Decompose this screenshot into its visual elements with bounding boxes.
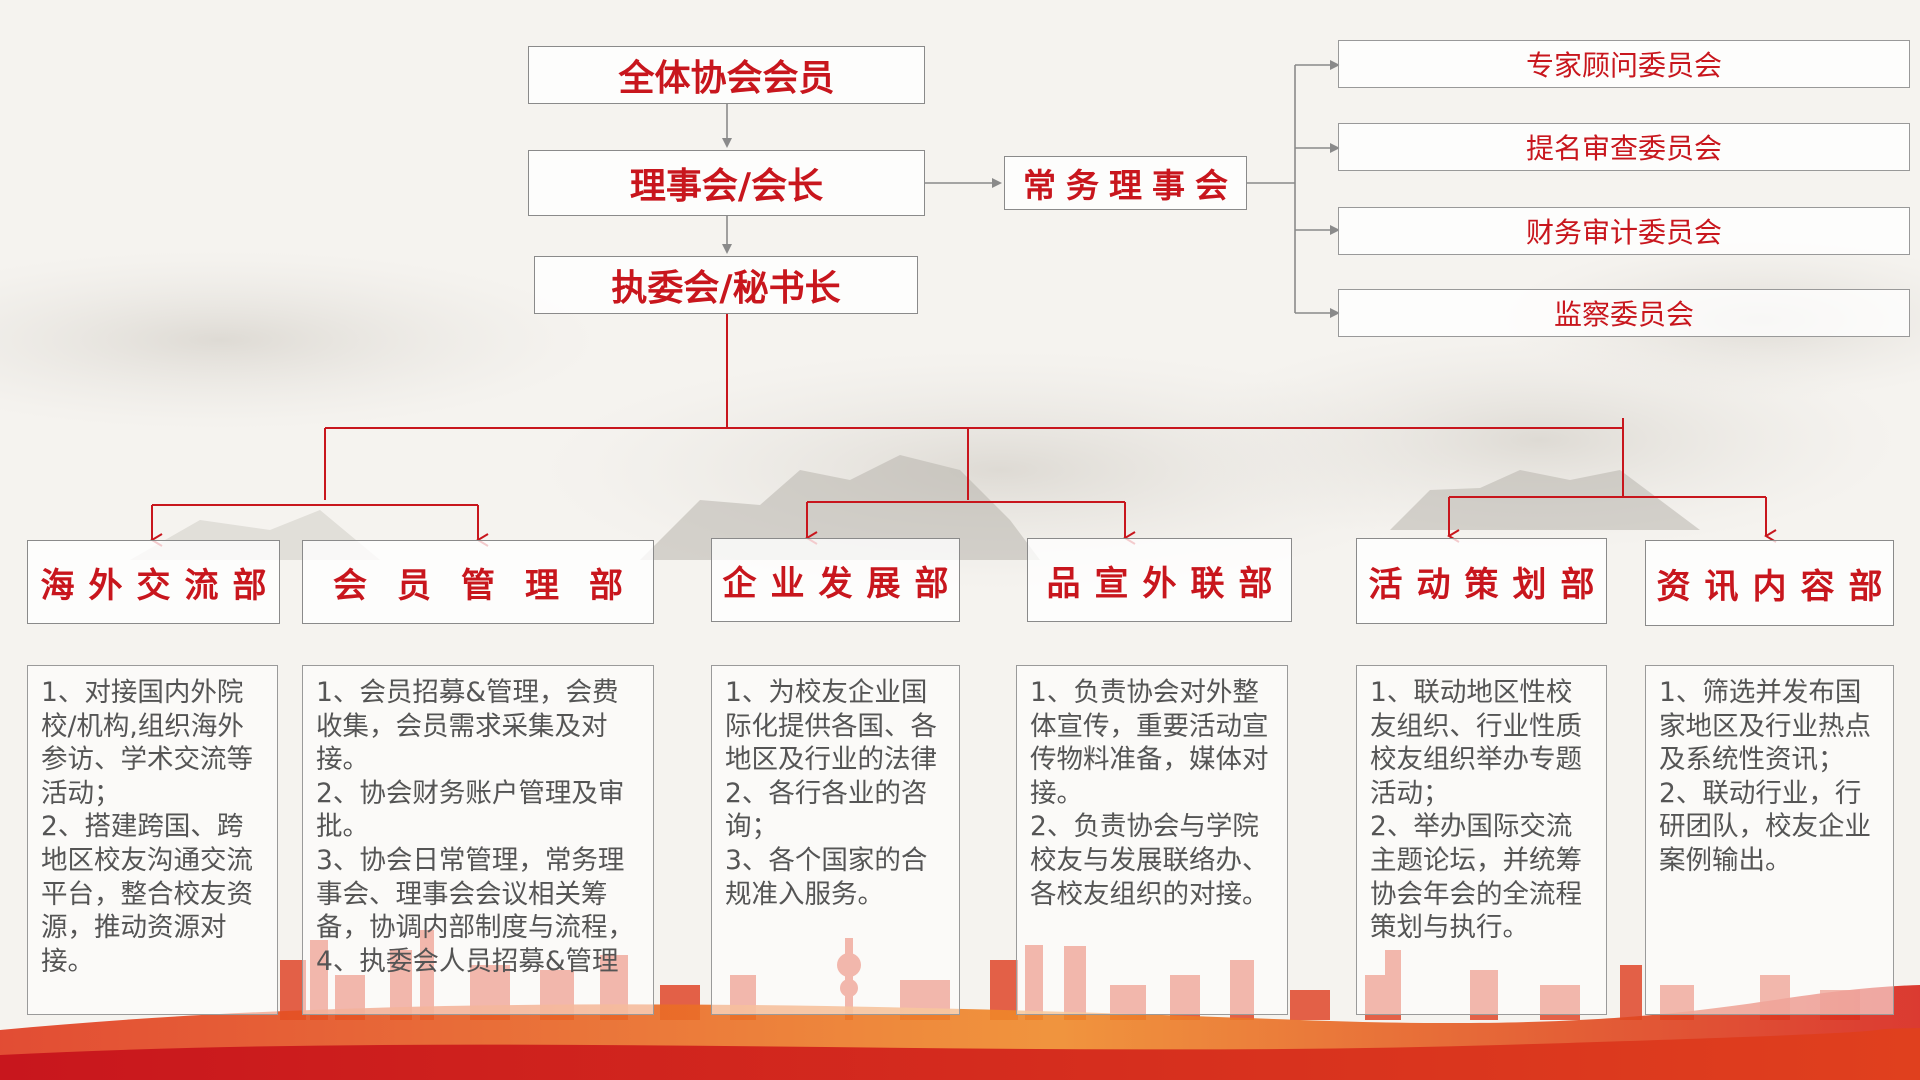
committee-label: 提名审查委员会 bbox=[1525, 132, 1722, 165]
committee-box-2: 提名审查委员会 bbox=[1338, 123, 1910, 171]
duty-item: 2、联动行业，行研团队，校友企业案例输出。 bbox=[1659, 777, 1871, 876]
members-box: 全体协会会员 bbox=[528, 46, 925, 104]
duty-item: 2、举办国际交流主题论坛，并统筹协会年会的全流程策划与执行。 bbox=[1370, 811, 1582, 944]
dept-box-event-planning: 活动策划部 bbox=[1356, 538, 1607, 624]
dept-box-news-content: 资讯内容部 bbox=[1645, 540, 1894, 626]
duty-item: 1、负责协会对外整体宣传，重要活动宣传物料准备，媒体对接。 bbox=[1030, 677, 1269, 809]
dept-duties-overseas-exchange: 1、对接国内外院校/机构,组织海外参访、学术交流等活动； 2、搭建跨国、跨地区校… bbox=[27, 665, 278, 1015]
standing-council-label: 常务理事会 bbox=[1023, 166, 1238, 205]
council-box: 理事会/会长 bbox=[528, 150, 925, 216]
duty-item: 4、执委会人员招募&管理 bbox=[316, 945, 619, 977]
committee-box-4: 监察委员会 bbox=[1338, 289, 1910, 337]
committee-box-3: 财务审计委员会 bbox=[1338, 207, 1910, 255]
duty-item: 1、对接国内外院校/机构,组织海外参访、学术交流等活动； bbox=[41, 677, 253, 809]
dept-box-branding-outreach: 品宣外联部 bbox=[1027, 538, 1292, 622]
duty-item: 1、筛选并发布国家地区及行业热点及系统性资讯； bbox=[1659, 677, 1871, 776]
members-label: 全体协会会员 bbox=[618, 58, 835, 99]
duty-item: 1、联动地区性校友组织、行业性质校友组织举办专题活动； bbox=[1370, 677, 1582, 809]
dept-name: 企业发展部 bbox=[722, 563, 963, 604]
dept-duties-event-planning: 1、联动地区性校友组织、行业性质校友组织举办专题活动； 2、举办国际交流主题论坛… bbox=[1356, 665, 1607, 1015]
duty-item: 3、各个国家的合规准入服务。 bbox=[725, 844, 928, 910]
committee-box-1: 专家顾问委员会 bbox=[1338, 40, 1910, 88]
dept-duties-member-management: 1、会员招募&管理，会费收集，会员需求采集及对接。 2、协会财务账户管理及审批。… bbox=[302, 665, 654, 1015]
executive-box: 执委会/秘书长 bbox=[534, 256, 918, 314]
dept-box-member-management: 会员管理部 bbox=[302, 540, 654, 624]
duty-item: 1、会员招募&管理，会费收集，会员需求采集及对接。 bbox=[316, 677, 619, 776]
committee-label: 专家顾问委员会 bbox=[1525, 49, 1722, 82]
dept-name: 资讯内容部 bbox=[1656, 566, 1897, 607]
dept-name: 品宣外联部 bbox=[1046, 563, 1287, 604]
dept-name: 活动策划部 bbox=[1368, 564, 1609, 605]
dept-box-overseas-exchange: 海外交流部 bbox=[27, 540, 280, 624]
council-label: 理事会/会长 bbox=[629, 166, 824, 207]
duty-item: 2、搭建跨国、跨地区校友沟通交流平台，整合校友资源，推动资源对接。 bbox=[41, 811, 253, 977]
dept-duties-news-content: 1、筛选并发布国家地区及行业热点及系统性资讯； 2、联动行业，行研团队，校友企业… bbox=[1645, 665, 1894, 1015]
duty-item: 2、协会财务账户管理及审批。 bbox=[316, 777, 625, 843]
duty-item: 3、协会日常管理，常务理事会、理事会会议相关筹备，协调内部制度与流程， bbox=[316, 844, 634, 944]
committee-label: 监察委员会 bbox=[1553, 298, 1694, 331]
executive-label: 执委会/秘书长 bbox=[611, 268, 841, 309]
dept-duties-branding-outreach: 1、负责协会对外整体宣传，重要活动宣传物料准备，媒体对接。 2、负责协会与学院校… bbox=[1016, 665, 1288, 1015]
duty-item: 2、负责协会与学院校友与发展联络办、各校友组织的对接。 bbox=[1030, 811, 1269, 910]
standing-council-box: 常务理事会 bbox=[1004, 156, 1247, 210]
dept-box-enterprise-development: 企业发展部 bbox=[711, 538, 960, 622]
duty-item: 2、各行各业的咨询； bbox=[725, 777, 928, 843]
committee-label: 财务审计委员会 bbox=[1525, 216, 1722, 249]
dept-duties-enterprise-development: 1、为校友企业国际化提供各国、各地区及行业的法律 2、各行各业的咨询； 3、各个… bbox=[711, 665, 960, 1015]
dept-name: 会员管理部 bbox=[333, 565, 653, 606]
dept-name: 海外交流部 bbox=[40, 565, 281, 606]
duty-item: 1、为校友企业国际化提供各国、各地区及行业的法律 bbox=[725, 677, 937, 776]
